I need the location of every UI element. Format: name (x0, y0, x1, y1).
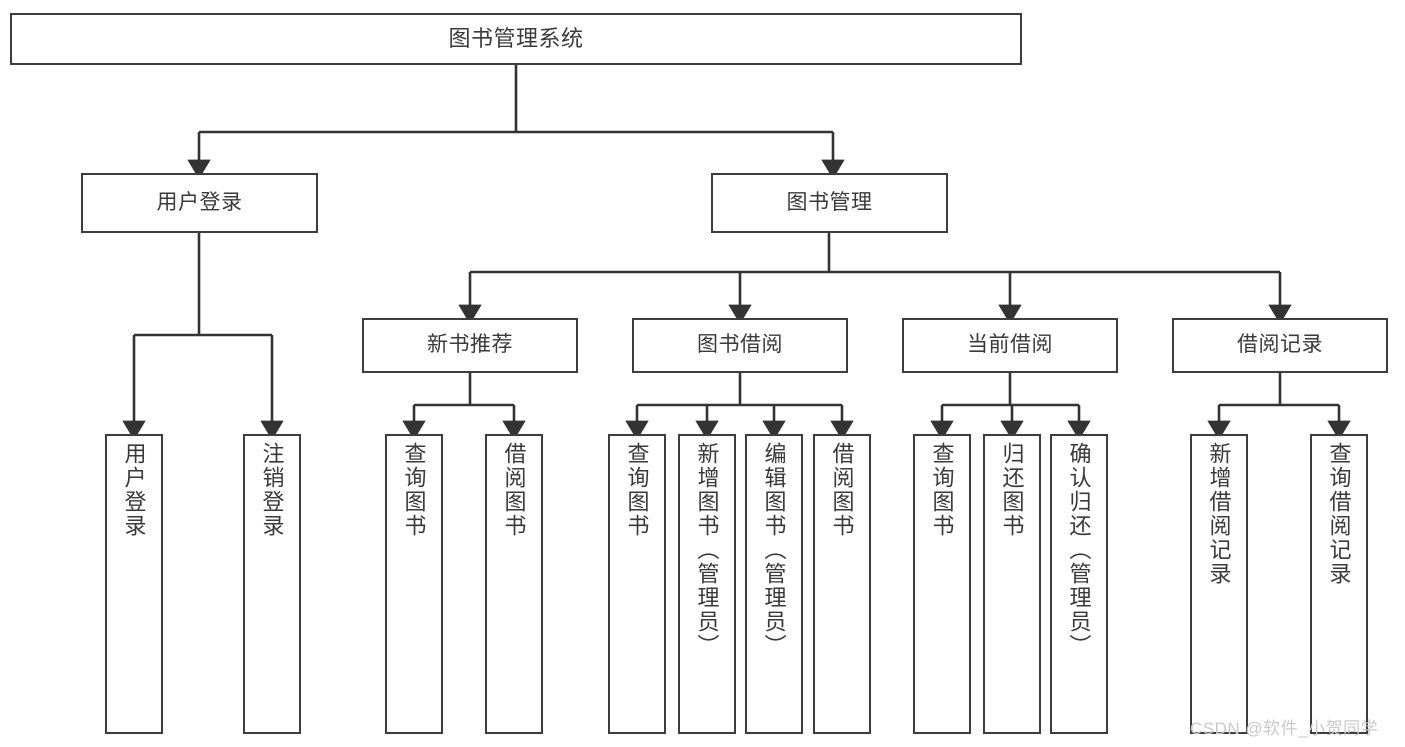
node-label: 确认归还（管理员） (1066, 442, 1092, 658)
node-label: 查询图书 (929, 442, 955, 538)
leaf-query-book-borrow[interactable]: 查询图书 (608, 434, 666, 734)
leaf-query-book-current[interactable]: 查询图书 (913, 434, 971, 734)
node-label: 新书推荐 (427, 333, 513, 357)
leaf-return-book[interactable]: 归还图书 (983, 434, 1041, 734)
node-label: 用户登录 (156, 190, 243, 214)
node-label: 查询图书 (401, 442, 427, 538)
leaf-query-book-recommend[interactable]: 查询图书 (385, 434, 443, 734)
csdn-watermark: CSDN @软件_小贺同学 (1190, 719, 1379, 738)
node-label: 查询借阅记录 (1326, 442, 1352, 586)
node-book-management[interactable]: 图书管理 (711, 173, 948, 233)
node-new-book-recommend[interactable]: 新书推荐 (362, 318, 578, 373)
leaf-borrow-book-recommend[interactable]: 借阅图书 (485, 434, 543, 734)
node-label: 图书管理 (786, 190, 873, 214)
node-label: 图书借阅 (697, 333, 783, 357)
node-label: 编辑图书（管理员） (761, 442, 787, 658)
node-root-system[interactable]: 图书管理系统 (10, 13, 1022, 65)
node-label: 归还图书 (999, 442, 1025, 538)
node-current-borrow[interactable]: 当前借阅 (902, 318, 1118, 373)
leaf-user-login[interactable]: 用户登录 (105, 434, 163, 734)
node-label: 用户登录 (121, 442, 147, 538)
leaf-edit-book-admin[interactable]: 编辑图书（管理员） (745, 434, 803, 734)
leaf-add-borrow-record[interactable]: 新增借阅记录 (1190, 434, 1248, 734)
node-label: 当前借阅 (967, 333, 1053, 357)
node-user-login[interactable]: 用户登录 (81, 173, 318, 233)
leaf-logout-login[interactable]: 注销登录 (243, 434, 301, 734)
node-label: 查询图书 (624, 442, 650, 538)
node-book-borrow[interactable]: 图书借阅 (632, 318, 848, 373)
leaf-confirm-return-admin[interactable]: 确认归还（管理员） (1050, 434, 1108, 734)
node-label: 新增借阅记录 (1206, 442, 1232, 586)
leaf-add-book-admin[interactable]: 新增图书（管理员） (678, 434, 736, 734)
node-label: 借阅图书 (501, 442, 527, 538)
node-label: 注销登录 (259, 442, 285, 538)
node-label: 图书管理系统 (448, 26, 584, 52)
node-label: 借阅图书 (829, 442, 855, 538)
leaf-borrow-book[interactable]: 借阅图书 (813, 434, 871, 734)
node-borrow-record[interactable]: 借阅记录 (1172, 318, 1388, 373)
node-label: 借阅记录 (1237, 333, 1323, 357)
leaf-query-borrow-record[interactable]: 查询借阅记录 (1310, 434, 1368, 734)
node-label: 新增图书（管理员） (694, 442, 720, 658)
